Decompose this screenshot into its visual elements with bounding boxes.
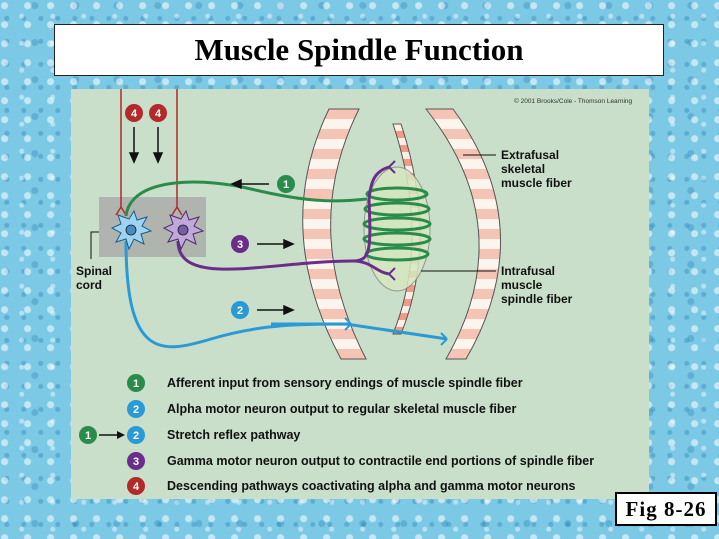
spinal-cord-label: Spinal cord xyxy=(76,231,112,292)
legend: 1 Afferent input from sensory endings of… xyxy=(79,374,594,495)
svg-text:2: 2 xyxy=(237,305,243,317)
copyright-text: © 2001 Brooks/Cole - Thomson Learning xyxy=(514,97,633,105)
svg-text:Extrafusal: Extrafusal xyxy=(501,148,559,162)
afferent-pathway xyxy=(124,180,368,217)
marker-3: 3 xyxy=(231,235,249,253)
legend-item: 2 Alpha motor neuron output to regular s… xyxy=(127,400,516,418)
muscle-spindle-diagram: © 2001 Brooks/Cole - Thomson Learning xyxy=(76,89,633,495)
svg-text:skeletal: skeletal xyxy=(501,162,545,176)
extrafusal-label: Extrafusal skeletal muscle fiber xyxy=(463,148,572,190)
legend-item: 1 Afferent input from sensory endings of… xyxy=(127,374,523,392)
svg-text:3: 3 xyxy=(237,239,243,251)
legend-item: 1 2 Stretch reflex pathway xyxy=(79,426,300,444)
svg-text:Alpha motor neuron output to r: Alpha motor neuron output to regular ske… xyxy=(167,402,516,416)
page-title: Muscle Spindle Function xyxy=(194,32,524,67)
direction-arrows xyxy=(230,178,295,316)
svg-text:muscle: muscle xyxy=(501,278,543,292)
svg-text:4: 4 xyxy=(131,108,138,120)
gamma-motor-neuron xyxy=(162,209,205,251)
svg-text:Descending pathways coactivati: Descending pathways coactivating alpha a… xyxy=(167,479,575,493)
marker-4b: 4 xyxy=(149,104,167,122)
gamma-endings xyxy=(388,160,396,281)
alpha-endings xyxy=(344,317,448,346)
svg-text:1: 1 xyxy=(133,378,139,390)
svg-text:Intrafusal: Intrafusal xyxy=(501,264,555,278)
alpha-motor-neuron xyxy=(110,209,153,251)
marker-1: 1 xyxy=(277,175,295,193)
title-box: Muscle Spindle Function xyxy=(54,24,664,76)
diagram-panel: © 2001 Brooks/Cole - Thomson Learning xyxy=(71,89,649,499)
svg-text:Spinal: Spinal xyxy=(76,264,112,278)
svg-text:Gamma motor neuron output to c: Gamma motor neuron output to contractile… xyxy=(167,454,594,468)
legend-item: 4 Descending pathways coactivating alpha… xyxy=(127,477,575,495)
svg-text:3: 3 xyxy=(133,456,139,468)
intrafusal-label: Intrafusal muscle spindle fiber xyxy=(421,264,573,306)
svg-text:muscle fiber: muscle fiber xyxy=(501,176,572,190)
extrafusal-fiber-left xyxy=(302,108,367,360)
extrafusal-fiber-right xyxy=(424,108,501,360)
svg-text:cord: cord xyxy=(76,278,102,292)
marker-2: 2 xyxy=(231,301,249,319)
svg-text:1: 1 xyxy=(283,179,289,191)
svg-text:4: 4 xyxy=(155,108,162,120)
svg-text:spindle fiber: spindle fiber xyxy=(501,292,573,306)
arrows-down xyxy=(128,127,164,164)
svg-text:Afferent input from sensory en: Afferent input from sensory endings of m… xyxy=(167,376,523,390)
svg-text:2: 2 xyxy=(133,404,139,416)
legend-item: 3 Gamma motor neuron output to contracti… xyxy=(127,452,594,470)
descending-pathways xyxy=(115,89,183,216)
gamma-pathway xyxy=(176,165,390,276)
svg-text:4: 4 xyxy=(133,481,140,493)
svg-text:1: 1 xyxy=(85,430,91,442)
marker-4a: 4 xyxy=(125,104,143,122)
svg-text:2: 2 xyxy=(133,430,139,442)
figure-label: Fig 8-26 xyxy=(615,492,717,526)
svg-text:Stretch reflex pathway: Stretch reflex pathway xyxy=(167,428,300,442)
